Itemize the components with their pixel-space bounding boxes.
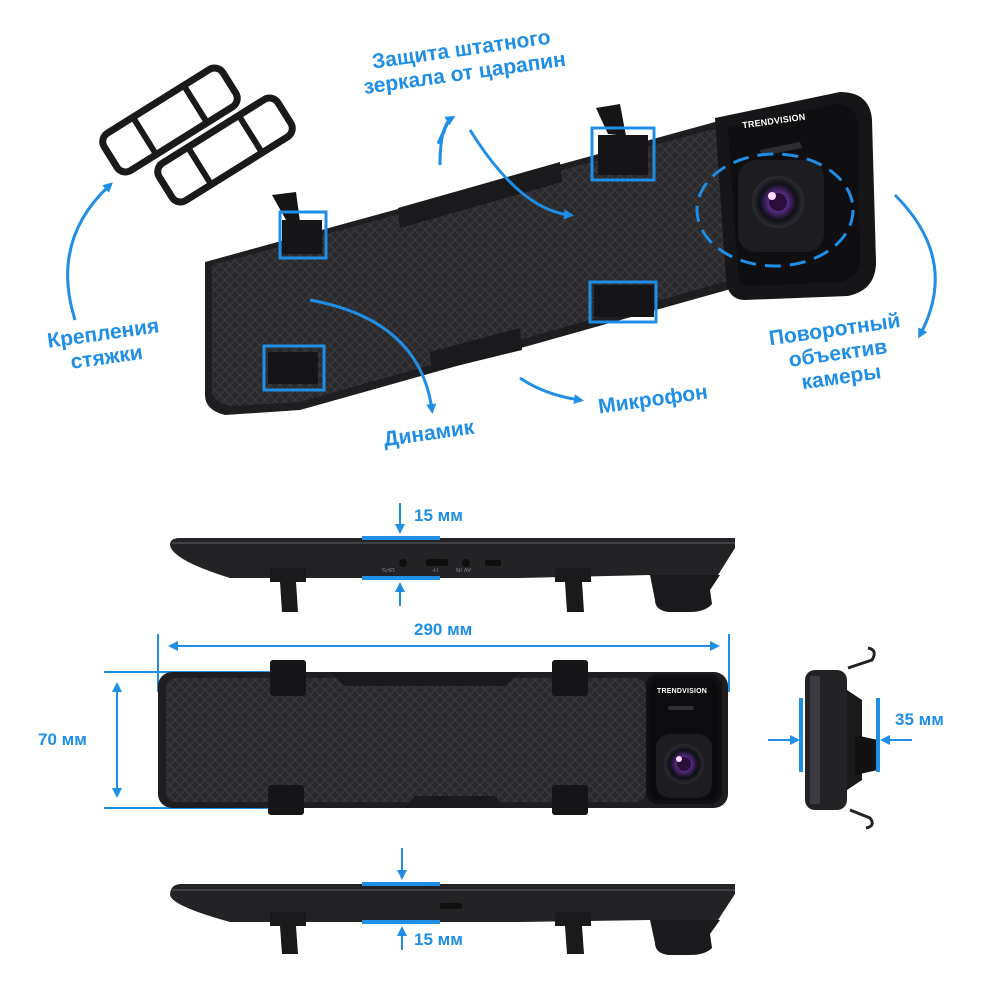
mirror-front-view <box>158 660 728 815</box>
mirror-side-view-top <box>170 503 735 612</box>
port-label-gps: GPS <box>382 566 395 572</box>
dimension-length: 290 мм <box>414 620 473 639</box>
port-label-tf: TF <box>432 566 440 572</box>
dimension-height: 70 мм <box>38 730 87 749</box>
mirror-perspective <box>205 92 876 415</box>
brand-logo-front: TRENDVISION <box>657 688 708 695</box>
mirror-side-view-bottom <box>170 848 735 955</box>
port-label-av-in: AV IN <box>456 566 472 572</box>
dimension-depth: 35 мм <box>895 710 944 729</box>
callout-arrows <box>66 115 937 414</box>
dimension-thickness-top: 15 мм <box>414 506 463 525</box>
length-dimension <box>157 634 730 692</box>
mirror-side-profile <box>768 646 912 830</box>
dimension-thickness-bottom: 15 мм <box>414 930 463 949</box>
strap-rings <box>99 64 296 206</box>
